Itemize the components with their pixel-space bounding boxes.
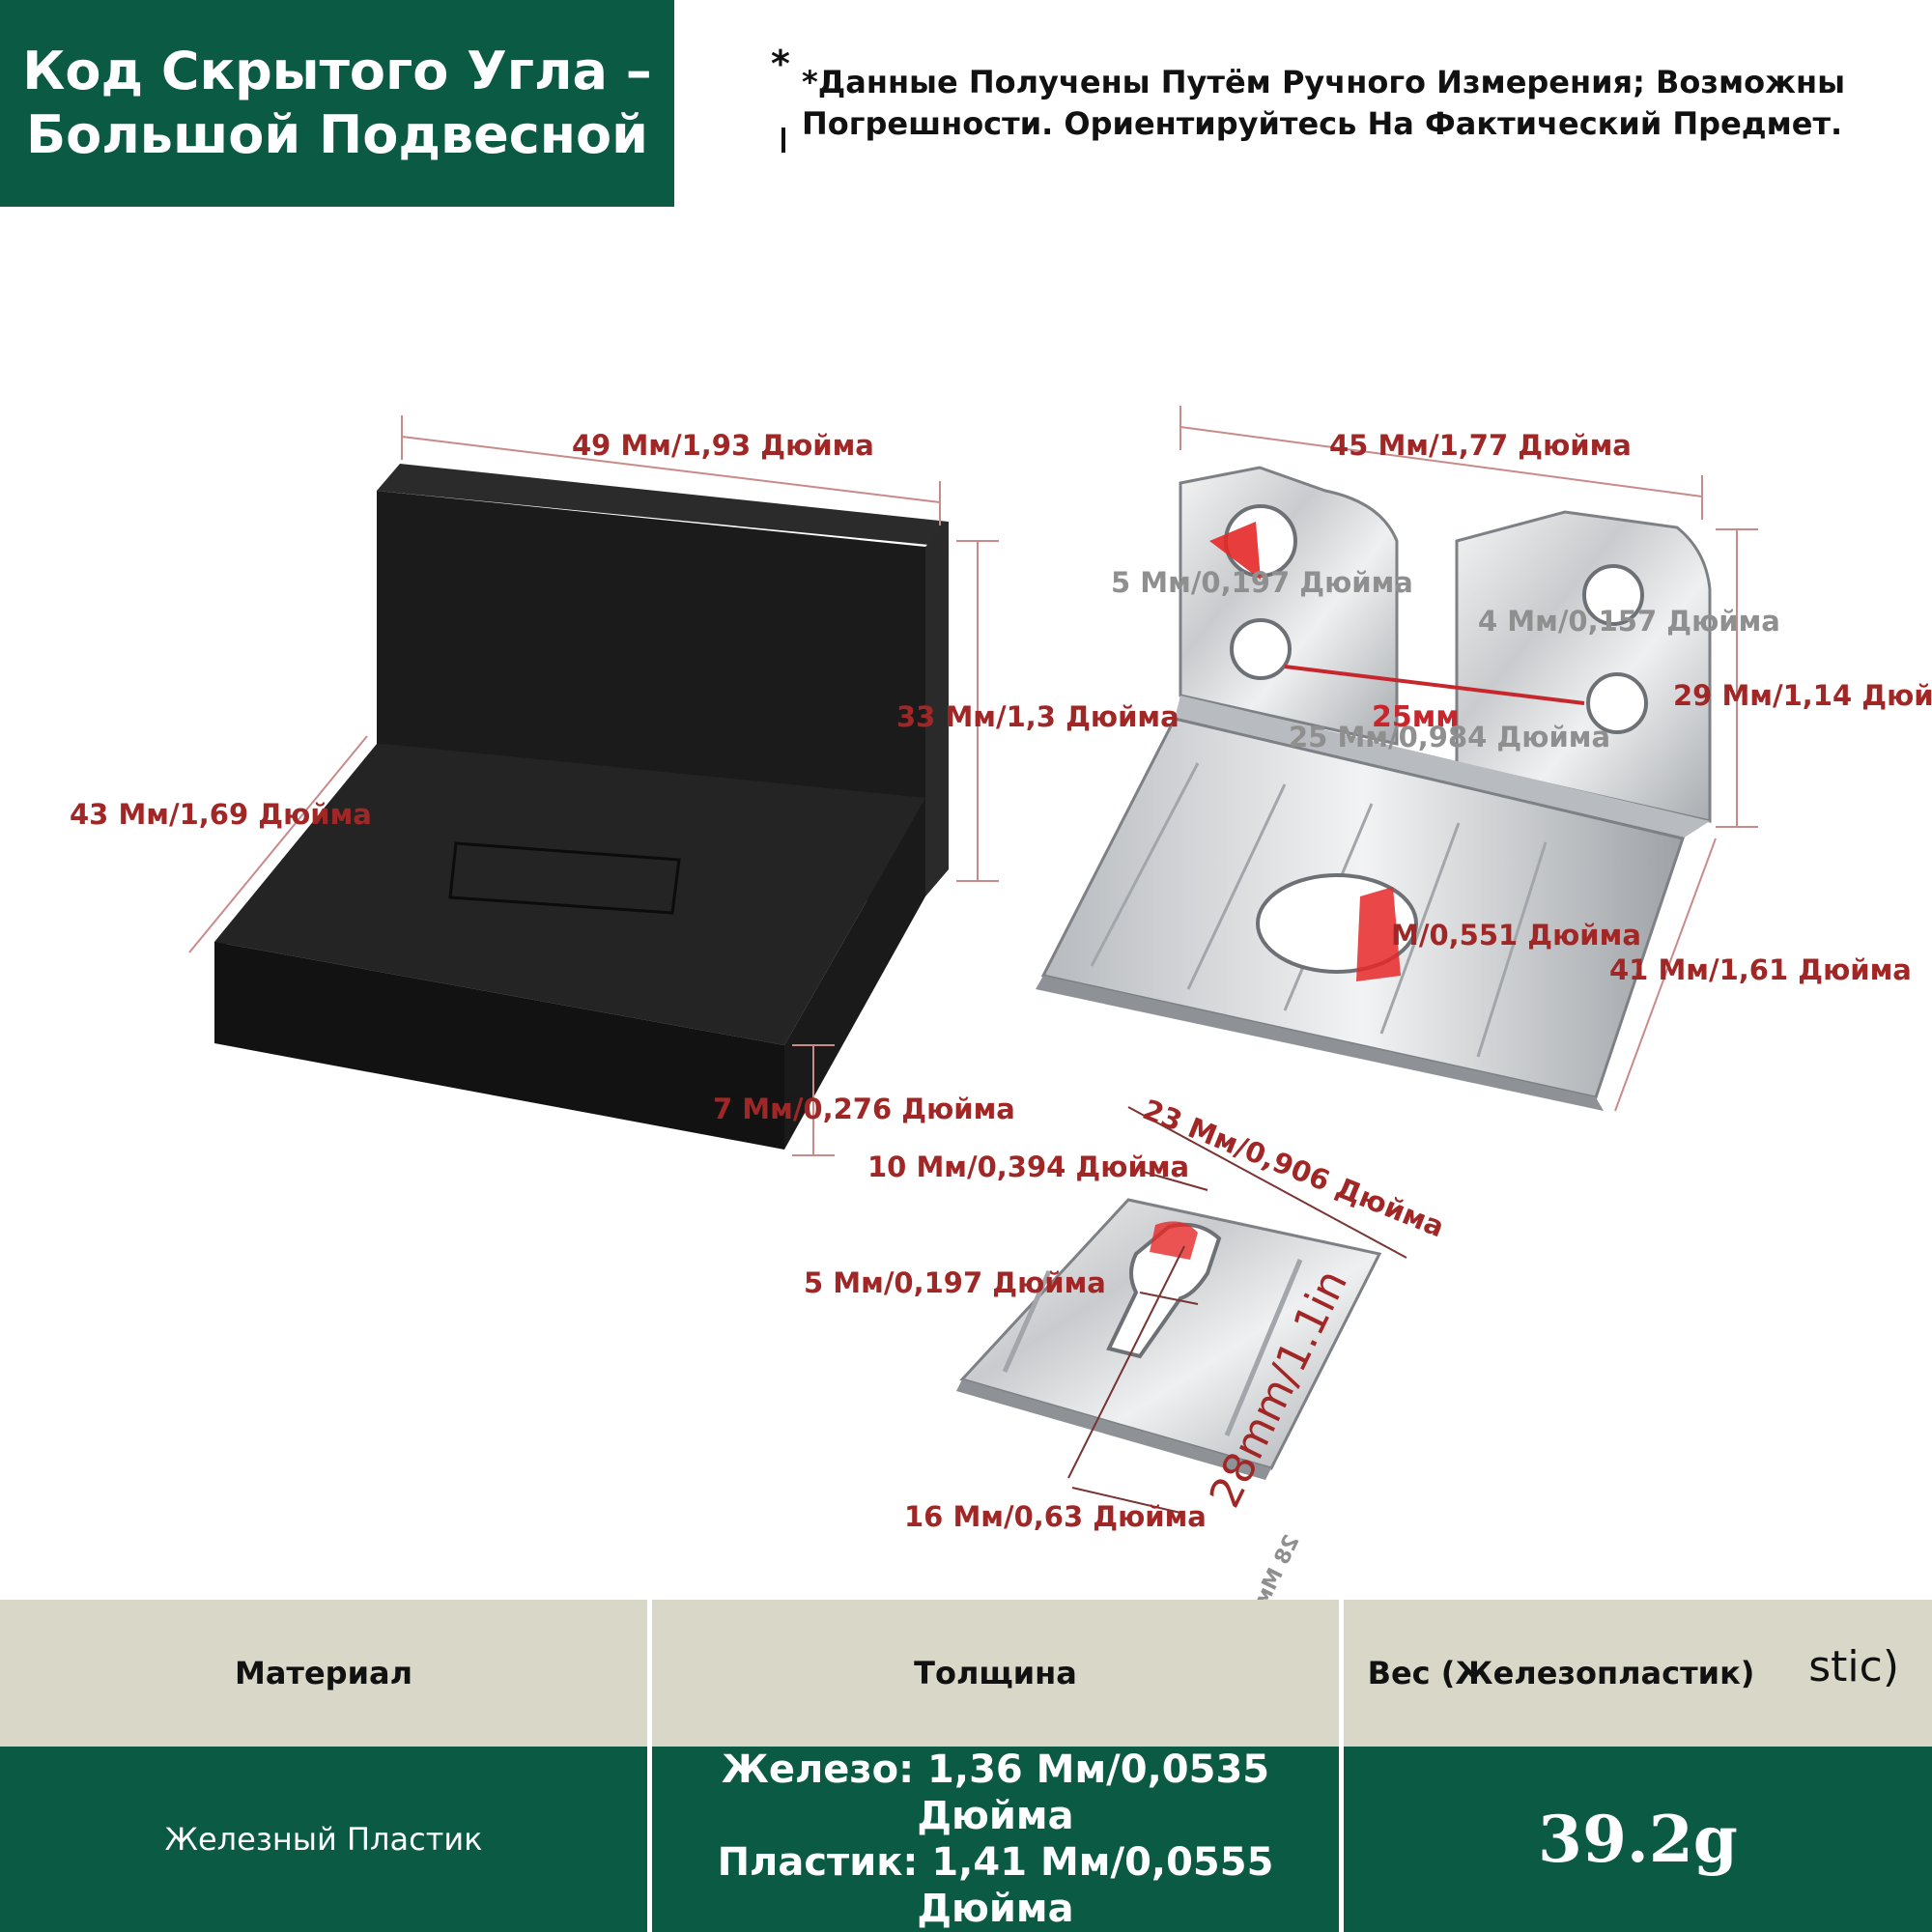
- bracket-dimension-lines: [1179, 406, 1758, 1112]
- plastic-cover: [214, 464, 949, 1150]
- spec-table: Материал Толщина Вес (Железопластик) sti…: [0, 1600, 1932, 1932]
- data-divider: [647, 1747, 652, 1932]
- title-line-2: Большой Подвесной: [26, 104, 648, 165]
- dim-cover-depth: 43 Мм/1,69 Дюйма: [70, 798, 372, 831]
- header-divider: [647, 1600, 652, 1747]
- data-divider: [1339, 1747, 1344, 1932]
- title-line-1: Код Скрытого Угла –: [22, 41, 652, 102]
- cell-material: Железный Пластик: [164, 1821, 483, 1858]
- stamp-25mm: 25мм: [1372, 700, 1460, 734]
- header-divider: [1339, 1600, 1344, 1747]
- measurement-note: *Данные Получены Путём Ручного Измерения…: [802, 62, 1845, 145]
- dim-cover-thickness: 7 Мм/0,276 Дюйма: [713, 1093, 1015, 1125]
- note-divider: [781, 128, 785, 153]
- cover-dimension-lines: [188, 415, 999, 1156]
- dim-bracket-height: 29 Мм/1,14 Дюйма: [1673, 679, 1932, 712]
- metal-corner-bracket: 25мм: [1036, 466, 1712, 1111]
- note-asterisk: *: [771, 43, 790, 85]
- header-material: Материал: [234, 1655, 413, 1691]
- header-weight: Вес (Железопластик): [1367, 1655, 1755, 1691]
- dim-cover-width: 49 Мм/1,93 Дюйма: [572, 429, 874, 462]
- header-residual-text: stic): [1808, 1642, 1899, 1691]
- dim-slot-hole: М/0,551 Дюйма: [1391, 919, 1641, 952]
- dim-keyhole-top: 10 Мм/0,394 Дюйма: [867, 1151, 1190, 1183]
- dim-bracket-width: 45 Мм/1,77 Дюйма: [1329, 429, 1632, 462]
- dim-hole-small: 5 Мм/0,197 Дюйма: [1111, 566, 1413, 599]
- dim-hole-spacing: 25 Мм/0,984 Дюйма: [1289, 721, 1611, 753]
- table-data-row: Железный Пластик Железо: 1,36 Мм/0,0535 …: [0, 1747, 1932, 1932]
- plate-dimension-lines: [1067, 1106, 1407, 1514]
- note-line-2: Погрешности. Ориентируйтесь На Фактическ…: [802, 105, 1843, 143]
- dim-cover-height: 33 Мм/1,3 Дюйма: [896, 700, 1179, 733]
- cell-weight: 39.2g: [1538, 1802, 1738, 1877]
- dim-hole-tiny: 4 Мм/0,157 Дюйма: [1478, 605, 1780, 638]
- keyhole-mounting-plate: [956, 1198, 1382, 1480]
- dim-keyhole-neck: 5 Мм/0,197 Дюйма: [804, 1266, 1106, 1299]
- cell-thickness: Железо: 1,36 Мм/0,0535 Дюйма Пластик: 1,…: [652, 1747, 1339, 1932]
- dim-keyhole-length: 16 Мм/0,63 Дюйма: [904, 1500, 1207, 1533]
- thickness-iron: Железо: 1,36 Мм/0,0535 Дюйма: [721, 1747, 1270, 1838]
- cover-logo-recess: [448, 841, 681, 915]
- table-header-row: Материал Толщина Вес (Железопластик) sti…: [0, 1600, 1932, 1747]
- note-line-1: *Данные Получены Путём Ручного Измерения…: [802, 64, 1846, 100]
- title-banner: Код Скрытого Угла – Большой Подвесной: [0, 0, 674, 207]
- dim-bracket-depth: 41 Мм/1,61 Дюйма: [1609, 953, 1912, 986]
- product-illustration: 25мм: [188, 406, 1758, 1514]
- thickness-plastic: Пластик: 1,41 Мм/0,0555 Дюйма: [717, 1840, 1274, 1931]
- header-thickness: Толщина: [914, 1655, 1077, 1691]
